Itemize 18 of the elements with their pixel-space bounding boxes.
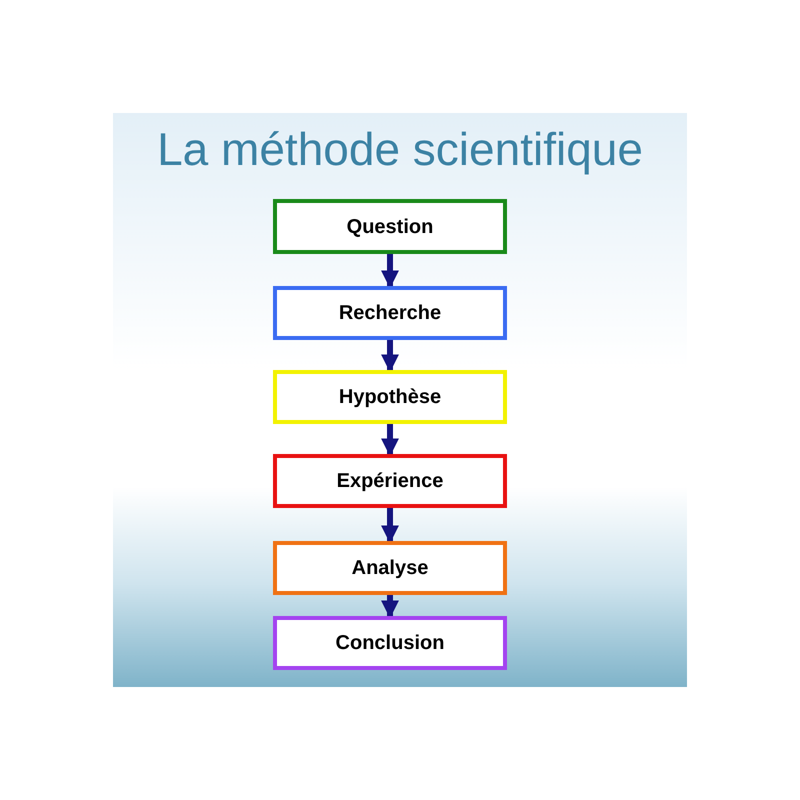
- arrow: [381, 340, 399, 372]
- step-box: [273, 454, 507, 508]
- step-box: [273, 541, 507, 595]
- step-box: [273, 370, 507, 424]
- arrow: [381, 254, 399, 288]
- step-label: Hypothèse: [338, 385, 442, 410]
- slide-title: La méthode scientifique: [156, 122, 644, 177]
- arrow: [381, 508, 399, 544]
- step-label: Conclusion: [336, 631, 444, 656]
- step-box: [273, 199, 507, 254]
- step-box: [273, 286, 507, 340]
- step-label: Analyse: [352, 556, 428, 581]
- step-box: [273, 616, 507, 670]
- step-label: Question: [346, 214, 434, 240]
- step-label: Expérience: [336, 469, 444, 494]
- arrow: [381, 595, 399, 618]
- arrow: [381, 424, 399, 456]
- step-label: Recherche: [338, 301, 442, 326]
